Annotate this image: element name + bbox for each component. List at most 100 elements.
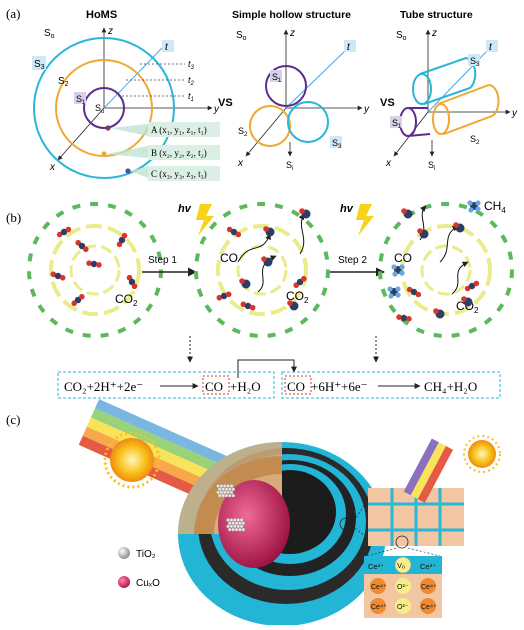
panel-c-label: (c) — [6, 412, 20, 427]
tio2-particle — [224, 487, 229, 491]
co-molecule — [287, 300, 299, 311]
co-molecule — [453, 222, 465, 233]
tio2-particle — [241, 527, 246, 532]
homs-z-label: z — [107, 26, 113, 37]
legend: TiO₂ CuₓO — [118, 547, 160, 589]
tio2-particle — [236, 524, 240, 529]
inset-beam-purple — [403, 438, 439, 496]
beam-stripe-yellow — [86, 417, 238, 492]
equation-1-rest: +H₂O — [230, 379, 261, 394]
tio2-particle — [223, 484, 227, 488]
point-c-box — [148, 166, 220, 181]
t1-label: t1 — [188, 91, 194, 103]
ce-ion — [370, 598, 386, 614]
point-a-box — [148, 122, 220, 137]
equation-1-co-box — [202, 375, 230, 395]
simple-si-label: Si — [286, 160, 293, 172]
co2-molecule — [464, 280, 480, 292]
homs-t-box — [162, 40, 174, 52]
point-c-dot — [125, 168, 131, 174]
simple-sphere-2 — [249, 105, 291, 147]
equation-2-co-box — [284, 375, 312, 395]
simple-sphere-1 — [265, 65, 307, 107]
tube-s1-box — [390, 116, 402, 128]
point-b-pointer — [106, 146, 148, 158]
homs-s2-label: S2 — [58, 76, 69, 88]
tio2-particle — [216, 490, 220, 495]
tio2-particle — [226, 490, 230, 495]
simple-x-axis — [245, 107, 287, 157]
ch4-molecule — [387, 286, 401, 299]
beam-stripe-blue — [95, 399, 246, 474]
tio2-particle — [226, 518, 230, 522]
ce-lattice-inset: Ce³⁺ Vₒ Ce³⁺ Ce⁴⁺ O²⁻ Ce⁴⁺ Ce⁴⁺ O²⁻ Ce⁴⁺ — [364, 547, 442, 618]
ce-r1-mid: Vₒ — [397, 561, 405, 570]
tube-t-label: t — [489, 42, 493, 53]
ch4-molecule — [467, 200, 481, 213]
tio2-particle — [229, 518, 234, 522]
tio2-particle — [216, 484, 220, 488]
tio2-particle — [231, 487, 236, 491]
simple-title: Simple hollow structure — [232, 9, 351, 21]
co2-molecule — [406, 286, 422, 298]
tio2-particle — [227, 527, 232, 532]
homs-origin-label: So — [44, 28, 55, 40]
simple-x-label: x — [237, 158, 244, 169]
co2-molecule — [226, 226, 242, 238]
tube-orange — [437, 84, 500, 135]
ce-r3-right: Ce⁴⁺ — [421, 604, 437, 611]
panel-b-label: (b) — [6, 210, 21, 225]
sphere-2-co-label: CO — [220, 251, 238, 265]
homs-shell-3 — [33, 37, 175, 179]
co2-molecule — [56, 226, 72, 238]
point-c-pointer — [130, 166, 148, 178]
sphere-1-mid-shell — [49, 224, 141, 316]
tio2-particle — [219, 484, 224, 488]
equation-2-box — [281, 371, 501, 399]
sun-rays — [103, 431, 161, 489]
tube-diagram: Tube structure So z y x t S3 S1 S2 — [385, 9, 518, 172]
inset-beam — [403, 438, 454, 503]
co-molecule — [299, 208, 311, 219]
inset-beam-yellow — [410, 442, 446, 499]
homs-s1-box — [74, 92, 86, 104]
ce-r3-mid: O²⁻ — [397, 604, 409, 611]
homs-hemisphere — [178, 442, 386, 626]
panel-b: (b) CO2 hv hv Step 1 CO CO2 — [6, 199, 514, 399]
sphere-1-outer-shell — [27, 202, 163, 338]
tube-purple — [407, 107, 431, 137]
vs-label-2: VS — [380, 97, 395, 109]
lightning-icon — [356, 204, 374, 236]
tio2-particle — [223, 490, 227, 495]
hv-bolt-2: hv — [340, 203, 374, 236]
ce-r2-right: Ce⁴⁺ — [421, 584, 437, 591]
ce-ion — [420, 578, 436, 594]
pathway-arrow — [451, 261, 469, 295]
simple-s3-box — [330, 136, 342, 148]
hv-bolt-1: hv — [178, 203, 214, 236]
tio2-particle — [231, 493, 236, 498]
co-molecule — [401, 208, 413, 219]
tio2-particle — [236, 518, 240, 522]
tube-orange-end — [432, 103, 450, 135]
tio2-particle — [233, 518, 237, 522]
panel-a-label: (a) — [6, 6, 20, 21]
point-c-label: C (x₃, y₃, z₃, t₃) — [151, 169, 207, 179]
homs-diagram: HoMS So z y x t S3 S2 S1 So — [32, 9, 220, 181]
inset-lattice — [368, 435, 501, 549]
panel-a: (a) HoMS So z y x t S3 S2 S1 So — [6, 6, 518, 181]
tio2-particle — [234, 521, 239, 525]
tube-cyan — [419, 56, 477, 105]
ce-zoom-line-1 — [367, 547, 397, 557]
co2-molecule — [50, 271, 66, 281]
tio2-particle — [231, 521, 235, 525]
equation-2-lhs: +6H⁺+6e⁻ — [311, 379, 368, 394]
tio2-particle — [229, 490, 234, 495]
tube-s3-box — [468, 54, 480, 66]
vs-label-1: VS — [218, 97, 233, 109]
sphere-3: CO CO2 CH4 — [378, 199, 514, 338]
tio2-particle — [217, 493, 222, 498]
tube-si-label: Si — [428, 160, 435, 172]
co-molecule — [461, 296, 473, 307]
ce-r2-left: Ce⁴⁺ — [371, 584, 387, 591]
